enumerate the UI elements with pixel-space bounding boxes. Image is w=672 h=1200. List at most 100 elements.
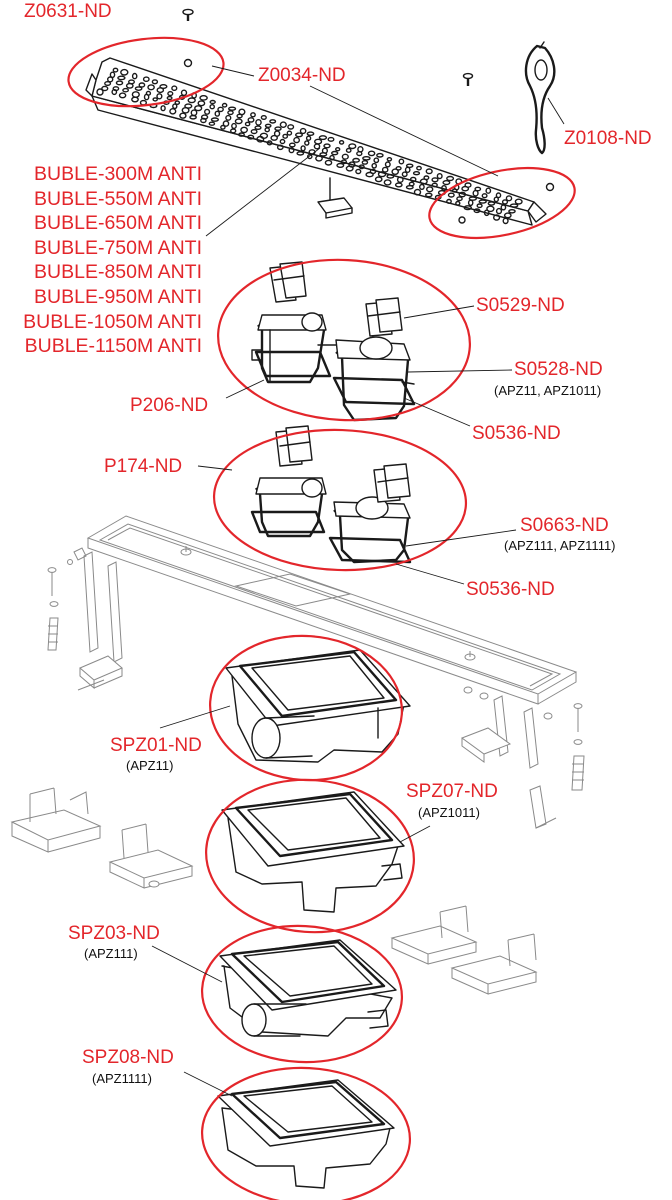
grate-hole xyxy=(247,117,255,123)
grate-hole xyxy=(413,188,422,196)
bracket-left-1 xyxy=(10,787,102,853)
grate-variant-list: BUBLE-300M ANTI BUBLE-550M ANTI BUBLE-65… xyxy=(0,162,202,359)
grate-hole xyxy=(255,119,262,126)
grate-hole xyxy=(481,193,488,199)
grate-hole xyxy=(112,67,119,73)
grate-variant: BUBLE-1050M ANTI xyxy=(23,310,202,333)
grate-hole xyxy=(329,154,335,161)
grate-hole xyxy=(503,212,512,219)
grate-hole xyxy=(174,100,181,105)
grate-hole xyxy=(495,207,503,215)
grate-hole xyxy=(348,143,357,150)
grate-hole xyxy=(222,120,230,127)
label-z0108: Z0108-ND xyxy=(564,128,652,149)
grate-hole xyxy=(436,173,443,180)
grate-hole xyxy=(200,117,207,124)
siphon-insert-set-p206 xyxy=(251,261,416,422)
grate-hole xyxy=(501,199,509,205)
grate-hole xyxy=(315,155,323,162)
mounting-clip xyxy=(317,177,353,219)
grate-hole xyxy=(209,99,216,105)
grate-hole xyxy=(160,105,166,112)
grate-hole xyxy=(356,151,363,157)
grate-hole xyxy=(236,113,243,119)
grate-hole xyxy=(166,95,173,101)
grate-hole xyxy=(386,173,395,179)
label-s0528: S0528-ND xyxy=(514,359,603,380)
grate-hole xyxy=(431,182,438,188)
label-spz08-model: (APZ1111) xyxy=(92,1071,152,1086)
grate-hole xyxy=(194,105,203,112)
grate-hole xyxy=(270,134,279,141)
grate-hole xyxy=(419,178,428,185)
grate-hole xyxy=(250,112,256,118)
label-z0034: Z0034-ND xyxy=(258,65,346,86)
grate-hole xyxy=(384,161,391,168)
siphon-body-spz08 xyxy=(217,1079,395,1189)
grate-hole xyxy=(221,102,228,108)
grate-hole xyxy=(250,129,258,135)
grate-hole xyxy=(338,139,345,145)
grate-hole xyxy=(493,214,501,221)
grate-hole xyxy=(463,205,472,211)
grate-hole xyxy=(405,184,414,190)
grate-hole xyxy=(143,93,150,101)
grate-variant: BUBLE-650M ANTI xyxy=(34,212,202,235)
grate-hole xyxy=(442,180,451,186)
grate-hole xyxy=(446,175,455,182)
grate-hole xyxy=(306,153,313,160)
siphon-insert-set-p174 xyxy=(250,425,412,564)
bracket-left-2 xyxy=(108,823,194,889)
grate-hole xyxy=(345,165,354,172)
label-spz03-model: (APZ111) xyxy=(84,946,138,961)
grate-hole xyxy=(131,72,138,80)
lifting-hook xyxy=(524,41,556,155)
grate-hole xyxy=(409,176,417,183)
grate-hole xyxy=(446,198,452,204)
grate-hole xyxy=(240,126,249,134)
grate-hole xyxy=(299,127,307,135)
label-spz08: SPZ08-ND xyxy=(82,1047,174,1068)
grate-variant: BUBLE-950M ANTI xyxy=(34,285,202,308)
grate-hole xyxy=(305,135,312,141)
grate-hole xyxy=(171,85,178,91)
grate-hole xyxy=(238,132,245,137)
grate-hole xyxy=(101,85,109,92)
grate-hole xyxy=(509,203,519,208)
grate-hole xyxy=(394,182,403,188)
grate-hole xyxy=(358,164,365,170)
label-p206: P206-ND xyxy=(130,395,209,416)
grate-hole xyxy=(318,135,328,141)
grate-hole xyxy=(514,198,523,205)
grate-hole xyxy=(287,124,295,130)
siphon-body-spz03 xyxy=(219,939,397,1037)
grate-hole xyxy=(142,76,150,82)
grate-hole xyxy=(374,176,383,183)
grate-hole xyxy=(451,188,458,193)
grate-hole xyxy=(396,176,404,183)
grate-hole xyxy=(138,82,146,88)
grate-hole xyxy=(209,103,215,110)
grate-hole xyxy=(266,140,273,146)
grate-hole xyxy=(336,162,345,168)
label-s0663-models: (APZ111, APZ1111) xyxy=(504,538,616,553)
grate-hole xyxy=(115,80,124,86)
grate-hole xyxy=(376,152,384,158)
grate-hole xyxy=(391,168,400,175)
grate-hole xyxy=(377,171,387,178)
grate-hole xyxy=(468,196,477,201)
grate-hole xyxy=(341,153,349,160)
grate-hole xyxy=(324,159,333,166)
grate-hole xyxy=(416,165,422,171)
perforated-grate xyxy=(85,57,555,226)
grate-hole xyxy=(352,157,360,163)
grate-hole xyxy=(331,150,339,156)
grate-variant: BUBLE-300M ANTI xyxy=(34,163,202,185)
grate-hole xyxy=(152,97,158,102)
grate-hole xyxy=(187,97,196,104)
grate-hole xyxy=(151,79,159,85)
grate-hole xyxy=(355,168,362,175)
grate-hole xyxy=(179,112,187,119)
grate-hole xyxy=(104,80,112,86)
grate-hole xyxy=(401,171,408,178)
